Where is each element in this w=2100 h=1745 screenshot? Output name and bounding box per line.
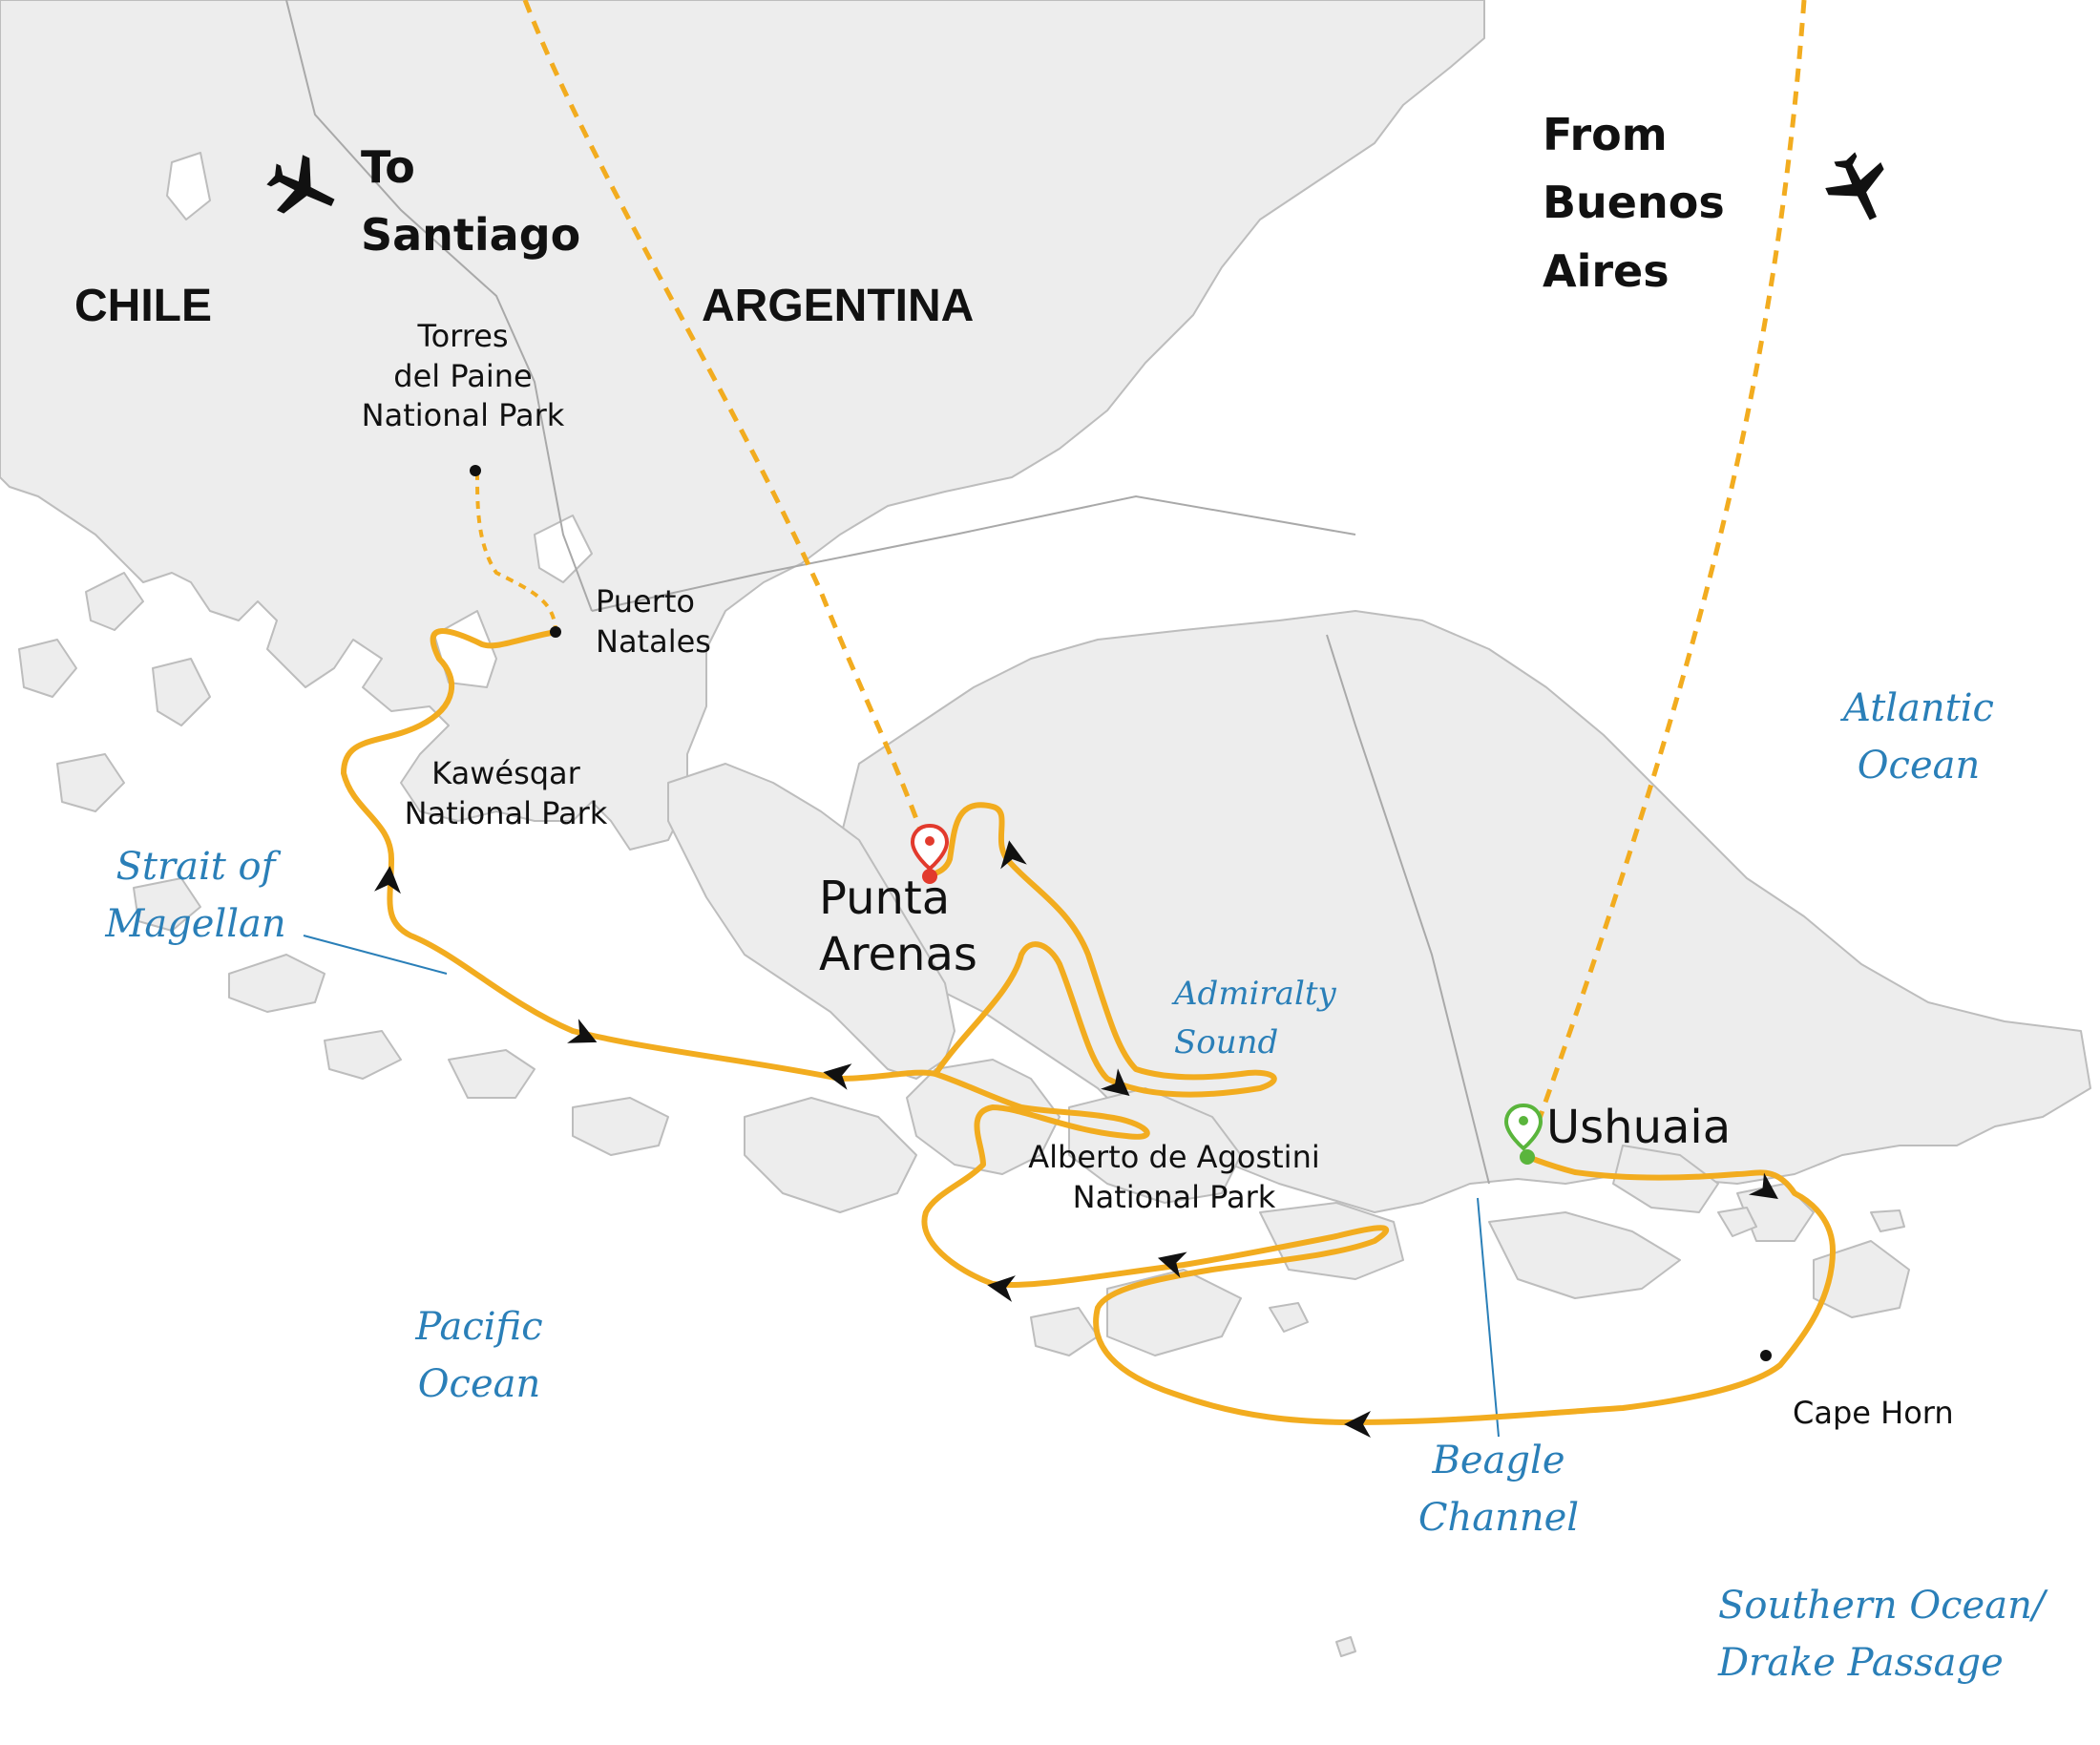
route-puerto-natales-to-strait (341, 628, 843, 1082)
location-dot-icon (470, 465, 481, 476)
water-label-pacific-ocean: Pacific Ocean (415, 1305, 543, 1406)
country-label-argentina: ARGENTINA (702, 281, 975, 331)
direction-arrow-icon (1000, 840, 1027, 870)
direction-arrow-icon (823, 1063, 852, 1090)
water-label-beagle-channel: Beagle Channel (1418, 1439, 1580, 1540)
island (572, 1097, 669, 1156)
leader-lines (303, 935, 1500, 1438)
flight-routes (475, 0, 1807, 1127)
flight-route-buenos-aires (1534, 0, 1807, 1127)
water-label-southern-ocean: Southern Ocean/ Drake Passage (1718, 1584, 2046, 1685)
strait-of-magellan-leader (303, 935, 448, 975)
border-chile-argentina-north (285, 0, 593, 612)
island (1717, 1207, 1757, 1237)
plane-icon (1825, 152, 1884, 221)
inland-water (534, 515, 593, 583)
tierra-del-fuego (839, 610, 2091, 1213)
port-label-ushuaia: Ushuaia (1546, 1101, 1732, 1154)
island (56, 753, 125, 812)
island (85, 572, 144, 631)
direction-arrows (374, 840, 1778, 1438)
direction-arrow-icon (1748, 1172, 1778, 1200)
plane-icon (266, 155, 335, 214)
location-dots (470, 465, 1772, 1361)
borders (285, 0, 1490, 1185)
water-label-strait-of-magellan: Strait of Magellan (105, 845, 286, 946)
border-chile-argentina-east (591, 494, 1356, 612)
flight-label-from-buenos-aires: From Buenos Aires (1543, 109, 1725, 297)
island (1106, 1269, 1242, 1356)
island (1813, 1240, 1910, 1318)
overland-route-torres-del-paine (475, 472, 557, 631)
direction-arrow-icon (1344, 1411, 1371, 1438)
place-label-puerto-natales: Puerto Natales (596, 583, 711, 660)
island (133, 877, 201, 932)
border-tierra-del-fuego (1326, 634, 1490, 1185)
water-label-atlantic-ocean: Atlantic Ocean (1843, 686, 1994, 788)
place-label-kawesqar: Kawésqar National Park (404, 755, 608, 831)
water-label-admiralty-sound: Admiralty Sound (1174, 975, 1336, 1062)
island (448, 1049, 536, 1099)
flight-route-santiago (522, 0, 927, 841)
island (744, 1097, 917, 1213)
cruise-route (341, 628, 1836, 1425)
flight-label-to-santiago: To Santiago (361, 141, 581, 262)
mainland (0, 0, 1485, 851)
island (152, 658, 211, 726)
island (324, 1030, 402, 1080)
island (228, 954, 326, 1013)
inland-water (166, 152, 211, 221)
island (1335, 1636, 1356, 1657)
place-label-torres-del-paine: Torres del Paine National Park (361, 318, 565, 434)
direction-arrow-icon (567, 1019, 598, 1043)
place-label-cape-horn: Cape Horn (1793, 1395, 1954, 1431)
island (1269, 1302, 1309, 1333)
island (1030, 1307, 1099, 1356)
direction-arrow-icon (374, 866, 401, 894)
direction-arrow-icon (1101, 1068, 1130, 1096)
start-pin-icon (910, 823, 950, 884)
direction-arrow-icon (1157, 1251, 1187, 1278)
end-pin-icon (1503, 1103, 1544, 1165)
port-label-punta-arenas: Punta Arenas (819, 872, 977, 981)
beagle-channel-leader (1477, 1197, 1500, 1438)
route-strait-to-punta-arenas-loop (837, 802, 1277, 1098)
direction-arrow-icon (987, 1275, 1016, 1302)
island (18, 639, 77, 698)
place-label-alberto-de-agostini: Alberto de Agostini National Park (1028, 1139, 1320, 1215)
country-label-chile: CHILE (74, 281, 212, 331)
location-dot-icon (550, 626, 561, 638)
landmass (0, 0, 2091, 1657)
island (1870, 1209, 1905, 1232)
route-agostini-western-loop (921, 1071, 1836, 1425)
island (1488, 1211, 1681, 1299)
location-dot-icon (1760, 1350, 1772, 1361)
island (906, 1059, 1060, 1175)
